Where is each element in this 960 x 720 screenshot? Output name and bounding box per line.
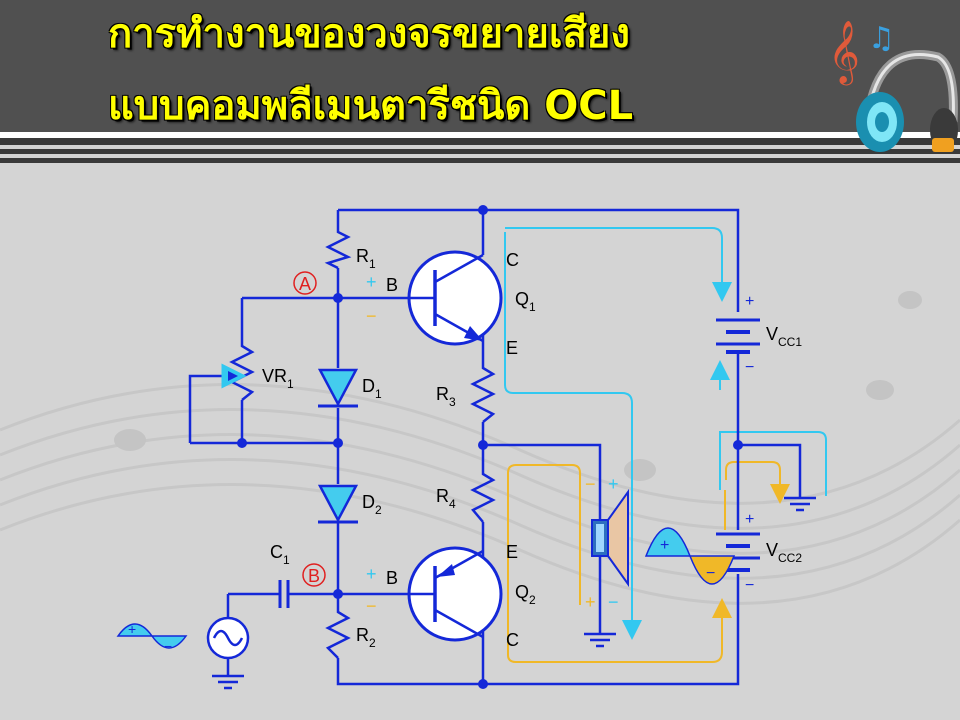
label-q2: Q2 [515, 582, 536, 607]
header-divider [0, 145, 960, 149]
point-marker-b: B [302, 563, 326, 587]
label-q2-collector: C [506, 630, 519, 650]
speaker-icon [591, 488, 629, 588]
resistor-r3 [470, 364, 496, 423]
header-divider [0, 149, 960, 154]
transistor-q1 [407, 250, 503, 346]
capacitor-c1 [278, 580, 290, 608]
label-d1: D1 [362, 376, 382, 401]
svg-text:𝄞: 𝄞 [828, 20, 860, 86]
vcc1-plus: + [745, 293, 754, 310]
speaker-minus-top: − [585, 474, 596, 494]
output-signal-waveform [644, 527, 736, 585]
label-d2: D2 [362, 492, 382, 517]
label-q1-collector: C [506, 250, 519, 270]
header-divider [0, 158, 960, 163]
q1-current-path [504, 227, 827, 640]
ground-symbols [212, 496, 816, 690]
q2-current-path [507, 461, 790, 663]
label-c1: C1 [270, 542, 290, 567]
label-r3: R3 [436, 384, 456, 409]
label-q1-emitter: E [506, 338, 518, 358]
header-band [0, 0, 960, 132]
resistor-r4 [470, 470, 496, 523]
speaker-plus-top: + [608, 474, 619, 494]
label-r1: R1 [356, 246, 376, 271]
diode-d1 [317, 368, 359, 408]
header-divider [0, 154, 960, 158]
label-q2-base: B [386, 568, 398, 588]
junction-dots [237, 205, 743, 689]
label-r4: R4 [436, 486, 456, 511]
input-wave-plus: + [128, 621, 136, 637]
battery-vcc1 [716, 318, 760, 354]
polarity-plus-q2: + [366, 564, 377, 584]
diode-d2 [317, 484, 359, 524]
vcc2-plus: + [745, 511, 754, 528]
speaker-minus-bottom: − [608, 592, 619, 612]
title-line-1: การทำงานของวงจรขยายเสียง [108, 11, 630, 57]
output-wave-plus: + [660, 537, 669, 554]
header-divider [0, 138, 960, 145]
label-r2: R2 [356, 625, 376, 650]
vcc1-minus: − [745, 359, 754, 376]
resistor-r1 [324, 228, 352, 270]
transistor-q2 [407, 546, 503, 642]
point-marker-a: A [293, 271, 317, 295]
circuit-wires [188, 208, 802, 686]
svg-text:B: B [308, 566, 320, 586]
polarity-minus-q2: − [366, 596, 377, 616]
ac-source-icon [206, 616, 250, 660]
music-headphones-icon: 𝄞 ♫ [828, 20, 958, 152]
output-wave-minus: − [706, 565, 715, 582]
title-line-2: แบบคอมพลีเมนตารีชนิด OCL [108, 83, 634, 129]
label-vcc1: VCC1 [766, 324, 802, 349]
label-vcc2: VCC2 [766, 540, 802, 565]
polarity-minus-q1: − [366, 306, 377, 326]
label-vr1: VR1 [262, 366, 294, 391]
resistor-r2 [325, 608, 351, 659]
header-divider [0, 132, 960, 138]
input-signal-waveform [116, 623, 188, 649]
vcc2-minus: − [745, 577, 754, 594]
input-wave-minus: − [164, 638, 172, 654]
label-q1: Q1 [515, 289, 536, 314]
svg-text:A: A [299, 274, 311, 294]
speaker-plus-bottom: + [585, 592, 596, 612]
potentiometer-vr1 [229, 342, 255, 401]
label-q1-base: B [386, 275, 398, 295]
label-q2-emitter: E [506, 542, 518, 562]
svg-text:♫: ♫ [868, 21, 895, 56]
polarity-plus-q1: + [366, 272, 377, 292]
